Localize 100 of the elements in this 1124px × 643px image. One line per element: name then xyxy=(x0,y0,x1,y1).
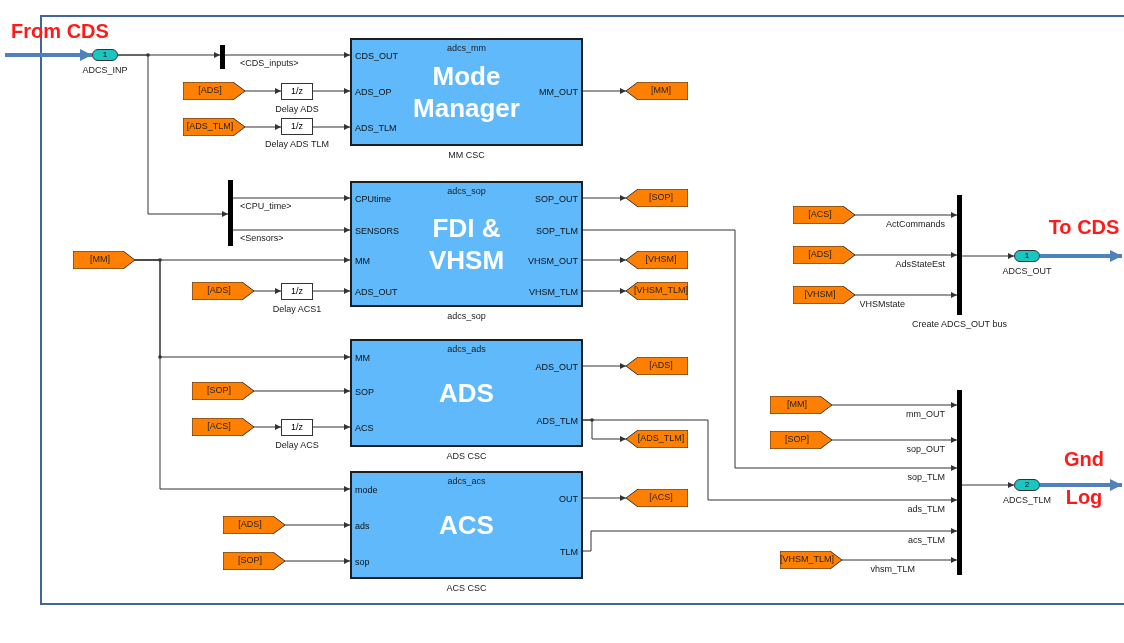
bus-bar xyxy=(220,45,225,69)
port-label: ACS xyxy=(355,422,374,435)
port-label: VHSM_OUT xyxy=(528,255,578,268)
port-label: SOP_OUT xyxy=(535,193,578,206)
delay-label: 1/z xyxy=(291,420,303,434)
signal-line xyxy=(582,257,627,263)
block-caption: Delay ACS1 xyxy=(272,303,322,316)
block-title: ADS xyxy=(438,377,495,409)
tag-label: [VHSM_TLM] xyxy=(634,284,688,298)
port-label: SOP_TLM xyxy=(536,225,578,238)
port-label: sop xyxy=(355,556,370,569)
block-caption: ADCS_OUT xyxy=(1002,265,1052,278)
tag-label: [SOP] xyxy=(649,191,673,205)
tag-label: [SOP] xyxy=(207,384,231,398)
delay-label: 1/z xyxy=(291,84,303,98)
from-tag xyxy=(793,286,855,304)
port-label: ads xyxy=(355,520,370,533)
tag-label: [ADS] xyxy=(198,84,222,98)
signal-line xyxy=(312,424,351,430)
signal-line xyxy=(312,288,351,294)
signal-label: vhsm_TLM xyxy=(870,564,915,575)
signal-line xyxy=(854,292,958,298)
signal-label: sop_TLM xyxy=(907,472,945,483)
subsystem-block xyxy=(350,38,583,146)
signal-label: mm_OUT xyxy=(906,409,945,420)
signal-label: acs_TLM xyxy=(908,535,945,546)
from-tag xyxy=(780,551,842,569)
signal-line xyxy=(312,88,351,94)
tag-label: [ACS] xyxy=(207,420,231,434)
port-label: mode xyxy=(355,484,378,497)
port-label: ADS_TLM xyxy=(536,415,578,428)
signal-line xyxy=(961,482,1015,488)
signal-line xyxy=(831,437,958,443)
tag-label: [ADS_TLM] xyxy=(637,432,685,446)
port-label: SOP xyxy=(355,386,374,399)
arrow xyxy=(1040,479,1122,491)
goto-tag xyxy=(626,430,688,448)
delay-label: 1/z xyxy=(291,284,303,298)
from-tag xyxy=(192,282,254,300)
tag-label: [ADS] xyxy=(238,518,262,532)
signal-label: <Sensors> xyxy=(240,233,284,244)
from-tag xyxy=(793,206,855,224)
block-caption: ADCS_INP xyxy=(82,64,128,77)
block-caption: ACS CSC xyxy=(446,582,487,595)
from-tag xyxy=(770,431,832,449)
tag-label: [ADS] xyxy=(207,284,231,298)
side-note: To CDS xyxy=(1047,215,1121,240)
delay-block xyxy=(281,283,313,300)
port-label: MM xyxy=(355,352,370,365)
signal-label: VHSMstate xyxy=(859,299,905,310)
tag-label: [VHSM] xyxy=(804,288,836,302)
tag-label: [ACS] xyxy=(808,208,832,222)
block-name: adcs_sop xyxy=(447,185,486,198)
tag-label: [ADS] xyxy=(808,248,832,262)
subsystem-block xyxy=(350,339,583,447)
tag-label: [SOP] xyxy=(238,554,262,568)
signal-line xyxy=(854,212,958,218)
subsystem-block xyxy=(350,181,583,307)
signal-line xyxy=(582,363,627,369)
block-caption: adcs_sop xyxy=(447,310,486,323)
signal-label: <CPU_time> xyxy=(240,201,292,212)
signal-line xyxy=(253,424,282,430)
goto-tag xyxy=(626,489,688,507)
signal-line xyxy=(253,388,351,394)
signal-line xyxy=(224,52,351,58)
from-tag xyxy=(192,418,254,436)
port-label: ADS_TLM xyxy=(355,122,397,135)
signal-line xyxy=(582,495,627,501)
block-caption: MM CSC xyxy=(448,149,485,162)
delay-block xyxy=(281,83,313,100)
signal-label: <CDS_inputs> xyxy=(240,58,299,69)
tag-label: [MM] xyxy=(90,253,110,267)
bus-bar xyxy=(957,195,962,315)
tag-label: [VHSM_TLM] xyxy=(780,553,834,567)
port-number: 2 xyxy=(1024,481,1030,489)
signal-label: sop_OUT xyxy=(906,444,945,455)
goto-tag xyxy=(626,251,688,269)
signal-line xyxy=(582,88,627,94)
signal-line xyxy=(831,402,958,408)
from-tag xyxy=(73,251,135,269)
signal-line xyxy=(284,522,351,528)
port-label: SENSORS xyxy=(355,225,399,238)
block-caption: ADS CSC xyxy=(446,450,487,463)
block-title: FDI & VHSM xyxy=(427,212,506,276)
block-caption: Create ADCS_OUT bus xyxy=(912,318,1007,331)
from-tag xyxy=(192,382,254,400)
port-number: 1 xyxy=(1024,252,1030,260)
signal-line xyxy=(232,195,351,201)
block-title: ACS xyxy=(438,509,495,541)
port-label: ADS_OUT xyxy=(355,286,398,299)
delay-block xyxy=(281,419,313,436)
port-label: OUT xyxy=(559,493,578,506)
block-name: adcs_mm xyxy=(447,42,486,55)
goto-tag xyxy=(626,82,688,100)
signal-line xyxy=(961,253,1015,259)
goto-tag xyxy=(626,282,688,300)
signal-line xyxy=(134,259,351,492)
block-name: adcs_acs xyxy=(447,475,486,488)
port-label: CPUtime xyxy=(355,193,391,206)
port-label: MM_OUT xyxy=(539,86,578,99)
